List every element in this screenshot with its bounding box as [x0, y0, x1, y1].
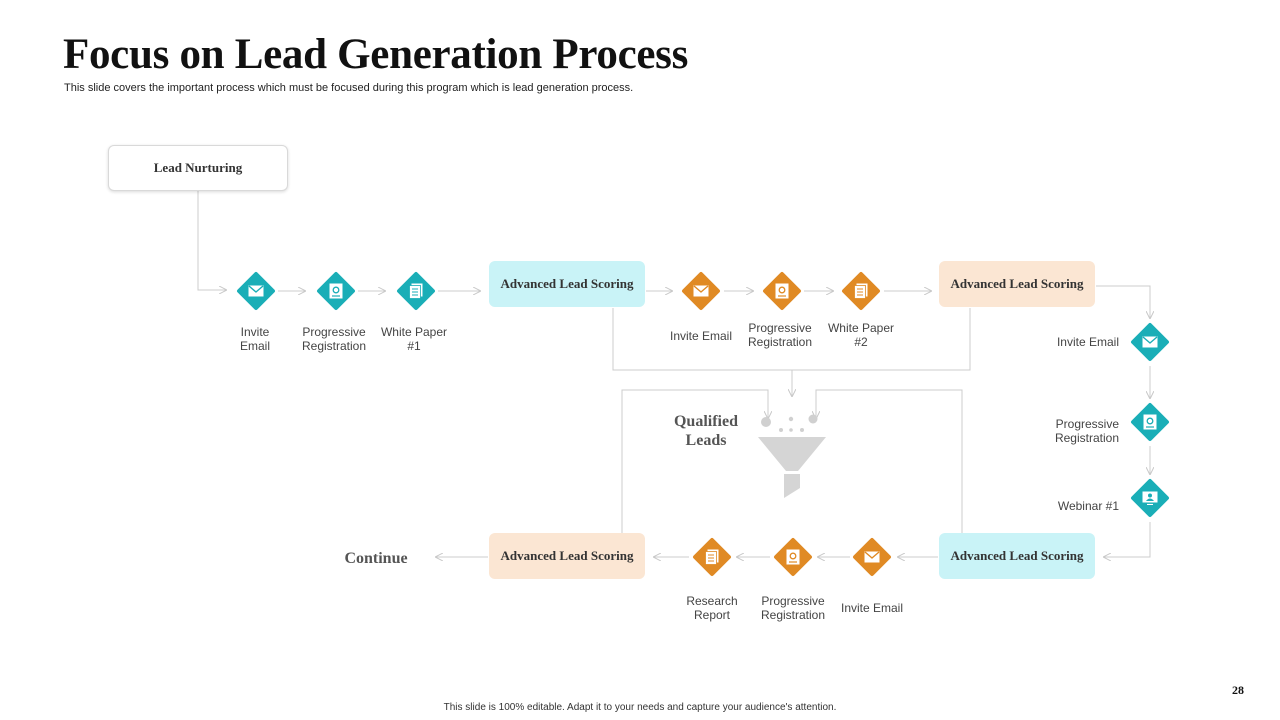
connector — [621, 389, 768, 533]
connector — [816, 389, 963, 533]
node-label: Webinar #1 — [1057, 499, 1119, 513]
webinar-node — [1130, 478, 1170, 518]
invite-email-node — [1130, 322, 1170, 362]
continue-label: Continue — [344, 550, 408, 567]
document-icon — [847, 277, 875, 305]
footer-note: This slide is 100% editable. Adapt it to… — [443, 702, 837, 713]
research-report-node — [692, 537, 732, 577]
invite-email-node — [681, 271, 721, 311]
node-label: White Paper#1 — [380, 325, 448, 353]
document-icon — [402, 277, 430, 305]
progressive-registration-node — [773, 537, 813, 577]
envelope-icon — [858, 543, 886, 571]
registration-icon — [322, 277, 350, 305]
advanced-lead-scoring-box: Advanced Lead Scoring — [489, 261, 645, 307]
advanced-lead-scoring-box: Advanced Lead Scoring — [489, 533, 645, 579]
node-label: White Paper#2 — [827, 321, 895, 349]
invite-email-node — [852, 537, 892, 577]
connector — [1104, 522, 1151, 557]
document-icon — [698, 543, 726, 571]
registration-icon — [779, 543, 807, 571]
page-number: 28 — [1232, 683, 1244, 697]
envelope-icon — [242, 277, 270, 305]
lead-nurturing-box: Lead Nurturing — [108, 145, 288, 191]
connector — [1096, 285, 1150, 318]
advanced-lead-scoring-box: Advanced Lead Scoring — [939, 261, 1095, 307]
progressive-registration-node — [762, 271, 802, 311]
funnel-icon — [758, 414, 826, 498]
progressive-registration-node — [1130, 402, 1170, 442]
envelope-icon — [687, 277, 715, 305]
registration-icon — [1136, 408, 1164, 436]
white-paper-node — [841, 271, 881, 311]
page-subtitle: This slide covers the important process … — [64, 82, 634, 94]
page-title: Focus on Lead Generation Process — [63, 31, 689, 78]
connector — [197, 191, 226, 290]
node-label: Invite Email — [840, 601, 904, 615]
node-label: Invite Email — [669, 329, 733, 343]
envelope-icon — [1136, 328, 1164, 356]
webinar-icon — [1136, 484, 1164, 512]
advanced-lead-scoring-box: Advanced Lead Scoring — [939, 533, 1095, 579]
node-label: Invite Email — [1056, 335, 1119, 349]
registration-icon — [768, 277, 796, 305]
progressive-registration-node — [316, 271, 356, 311]
white-paper-node — [396, 271, 436, 311]
invite-email-node — [236, 271, 276, 311]
